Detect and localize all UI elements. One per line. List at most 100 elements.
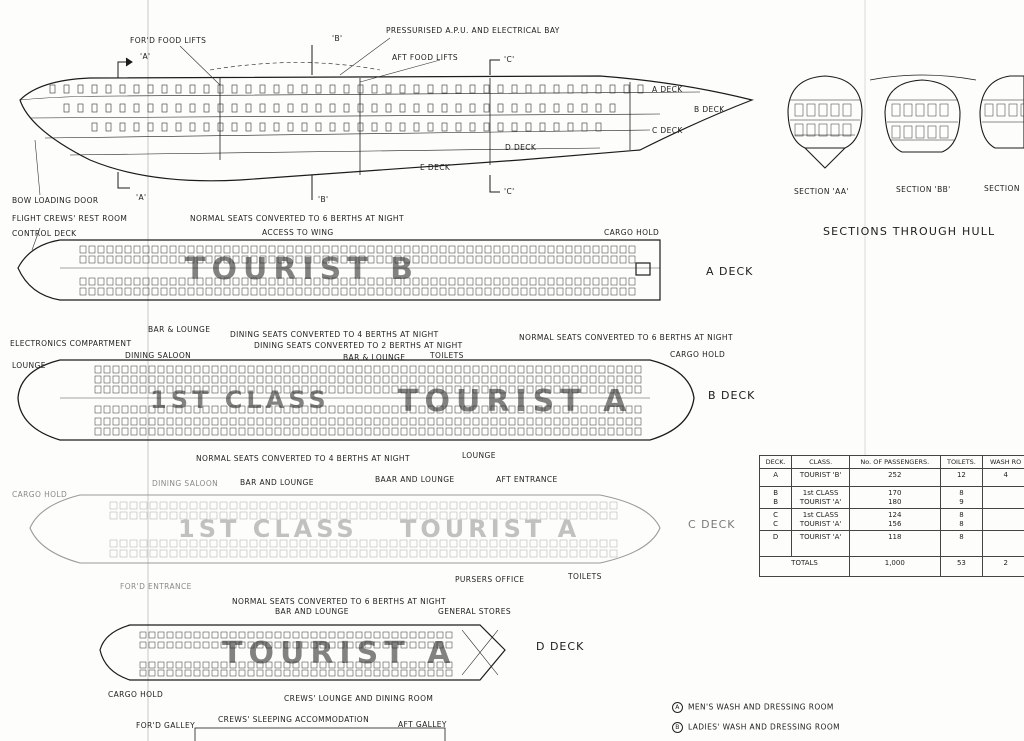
- seat-mark: [189, 122, 196, 132]
- seat-mark: [220, 405, 228, 414]
- seat-mark: [418, 405, 426, 414]
- seat-mark: [436, 661, 444, 669]
- seat-mark: [343, 103, 350, 113]
- seat-mark: [379, 501, 388, 510]
- seat-mark: [247, 365, 255, 374]
- b-deck-class-2-watermark: TOURIST A: [398, 384, 633, 419]
- seat-mark: [376, 287, 384, 296]
- seat-mark: [175, 631, 183, 639]
- seat-mark: [580, 385, 588, 394]
- seat-mark: [166, 631, 174, 639]
- seat-mark: [382, 641, 390, 649]
- seat-mark: [319, 631, 327, 639]
- seat-mark: [340, 255, 348, 264]
- seat-mark: [490, 405, 498, 414]
- seat-mark: [538, 245, 546, 254]
- seat-mark: [178, 287, 186, 296]
- seat-mark: [445, 365, 453, 374]
- seat-mark: [619, 287, 627, 296]
- legend-mens-text: MEN'S WASH AND DRESSING ROOM: [688, 702, 834, 712]
- d-deck-class-watermark: TOURIST A: [222, 636, 457, 671]
- seat-mark: [579, 539, 588, 548]
- seat-mark: [250, 255, 258, 264]
- seat-mark: [161, 122, 168, 132]
- seat-mark: [199, 511, 208, 520]
- seat-mark: [292, 385, 300, 394]
- seat-mark: [304, 287, 312, 296]
- seat-mark: [209, 511, 218, 520]
- seat-mark: [436, 641, 444, 649]
- seat-mark: [319, 661, 327, 669]
- d-deck-galley-strip: [194, 727, 446, 741]
- seat-mark: [373, 427, 381, 436]
- seat-mark: [231, 103, 238, 113]
- seat-mark: [310, 405, 318, 414]
- seat-mark: [418, 661, 426, 669]
- seat-mark: [490, 375, 498, 384]
- seat-mark: [157, 375, 165, 384]
- seat-mark: [211, 365, 219, 374]
- seat-mark: [445, 641, 453, 649]
- section-b-top-marker: 'B': [332, 34, 343, 43]
- seat-mark: [112, 365, 120, 374]
- seat-mark: [553, 375, 561, 384]
- seat-mark: [196, 277, 204, 286]
- seat-mark: [367, 277, 375, 286]
- table-header: No. OF PASSENGERS.: [849, 455, 941, 469]
- seat-mark: [193, 427, 201, 436]
- seat-mark: [112, 375, 120, 384]
- seat-mark: [409, 385, 417, 394]
- seat-mark: [400, 631, 408, 639]
- seat-mark: [256, 405, 264, 414]
- seat-mark: [580, 405, 588, 414]
- seat-mark: [449, 501, 458, 510]
- seat-mark: [97, 287, 105, 296]
- seat-mark: [481, 427, 489, 436]
- seat-mark: [553, 365, 561, 374]
- seat-mark: [94, 385, 102, 394]
- seat-mark: [277, 277, 285, 286]
- seat-mark: [389, 549, 398, 558]
- seat-mark: [484, 245, 492, 254]
- seat-mark: [842, 123, 852, 137]
- seat-mark: [367, 287, 375, 296]
- seat-mark: [529, 287, 537, 296]
- seat-mark: [79, 255, 87, 264]
- seat-mark: [319, 405, 327, 414]
- seat-mark: [149, 539, 158, 548]
- seat-mark: [449, 511, 458, 520]
- seat-mark: [927, 125, 937, 139]
- seat-mark: [247, 427, 255, 436]
- seat-mark: [209, 549, 218, 558]
- seat-mark: [169, 511, 178, 520]
- seat-mark: [592, 245, 600, 254]
- seat-mark: [130, 365, 138, 374]
- seat-mark: [574, 255, 582, 264]
- seat-mark: [196, 287, 204, 296]
- seat-mark: [142, 277, 150, 286]
- seat-mark: [589, 427, 597, 436]
- seat-mark: [589, 375, 597, 384]
- seat-mark: [891, 103, 901, 117]
- seat-mark: [459, 511, 468, 520]
- seat-mark: [274, 385, 282, 394]
- seat-mark: [277, 245, 285, 254]
- seat-mark: [199, 539, 208, 548]
- seat-mark: [394, 277, 402, 286]
- seat-mark: [539, 539, 548, 548]
- seat-mark: [229, 385, 237, 394]
- seat-mark: [436, 365, 444, 374]
- seat-mark: [364, 631, 372, 639]
- seat-mark: [157, 641, 165, 649]
- seat-mark: [179, 511, 188, 520]
- seat-mark: [556, 287, 564, 296]
- seat-mark: [289, 501, 298, 510]
- seat-mark: [178, 255, 186, 264]
- seat-mark: [539, 103, 546, 113]
- table-cell: B B: [758, 486, 793, 509]
- seat-mark: [147, 103, 154, 113]
- b-deck-toilets-label: TOILETS: [430, 351, 464, 360]
- seat-mark: [151, 245, 159, 254]
- seat-mark: [454, 417, 462, 426]
